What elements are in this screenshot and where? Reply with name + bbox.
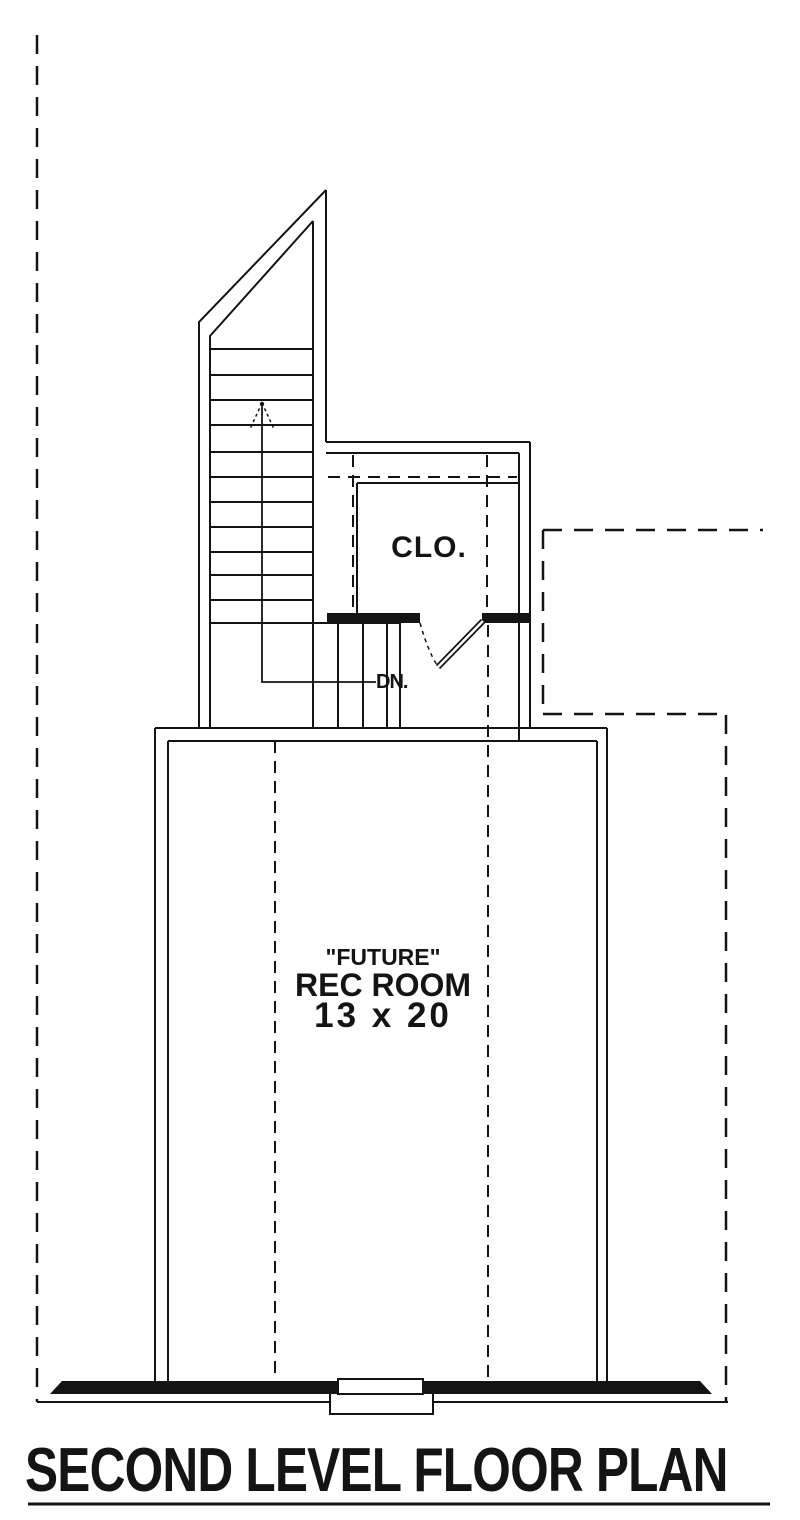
- deck-step-lower: [329, 1392, 434, 1415]
- arrow-apex-dot: [259, 401, 265, 407]
- arrow-head: [249, 402, 275, 430]
- stair-direction-arrow: [249, 401, 376, 683]
- closet-bottom-wall-right: [482, 613, 530, 623]
- roof-outline-dashed: [35, 35, 763, 1402]
- closet-bottom-wall-left: [327, 613, 420, 623]
- deck-step-upper: [337, 1378, 424, 1395]
- closet-door: [419, 618, 486, 670]
- stair-inner-left-wall: [209, 220, 314, 728]
- door-swing-arc: [419, 622, 438, 666]
- deck-edge: [37, 1378, 728, 1415]
- stair-outer-left-wall: [198, 189, 327, 728]
- rec-room-kneewall-dashed-lines: [274, 625, 489, 1381]
- plan-title: SECOND LEVEL FLOOR PLAN: [25, 1436, 729, 1505]
- room-size-label: 13 x 20: [314, 996, 452, 1035]
- down-label: DN.: [376, 671, 408, 693]
- room-name-label: REC ROOM: [295, 967, 471, 1003]
- closet-interior-walls: [356, 482, 519, 613]
- rec-room-walls: [154, 625, 608, 1382]
- staircase: [198, 189, 401, 728]
- closet: [326, 441, 531, 741]
- stair-treads-lower: [210, 622, 401, 728]
- arrow-run-line: [261, 406, 376, 683]
- closet-label: CLO.: [391, 531, 467, 564]
- future-label: "FUTURE": [325, 944, 441, 970]
- door-leaf-highlight: [437, 620, 484, 668]
- closet-shelf-dashed-lines: [328, 455, 517, 611]
